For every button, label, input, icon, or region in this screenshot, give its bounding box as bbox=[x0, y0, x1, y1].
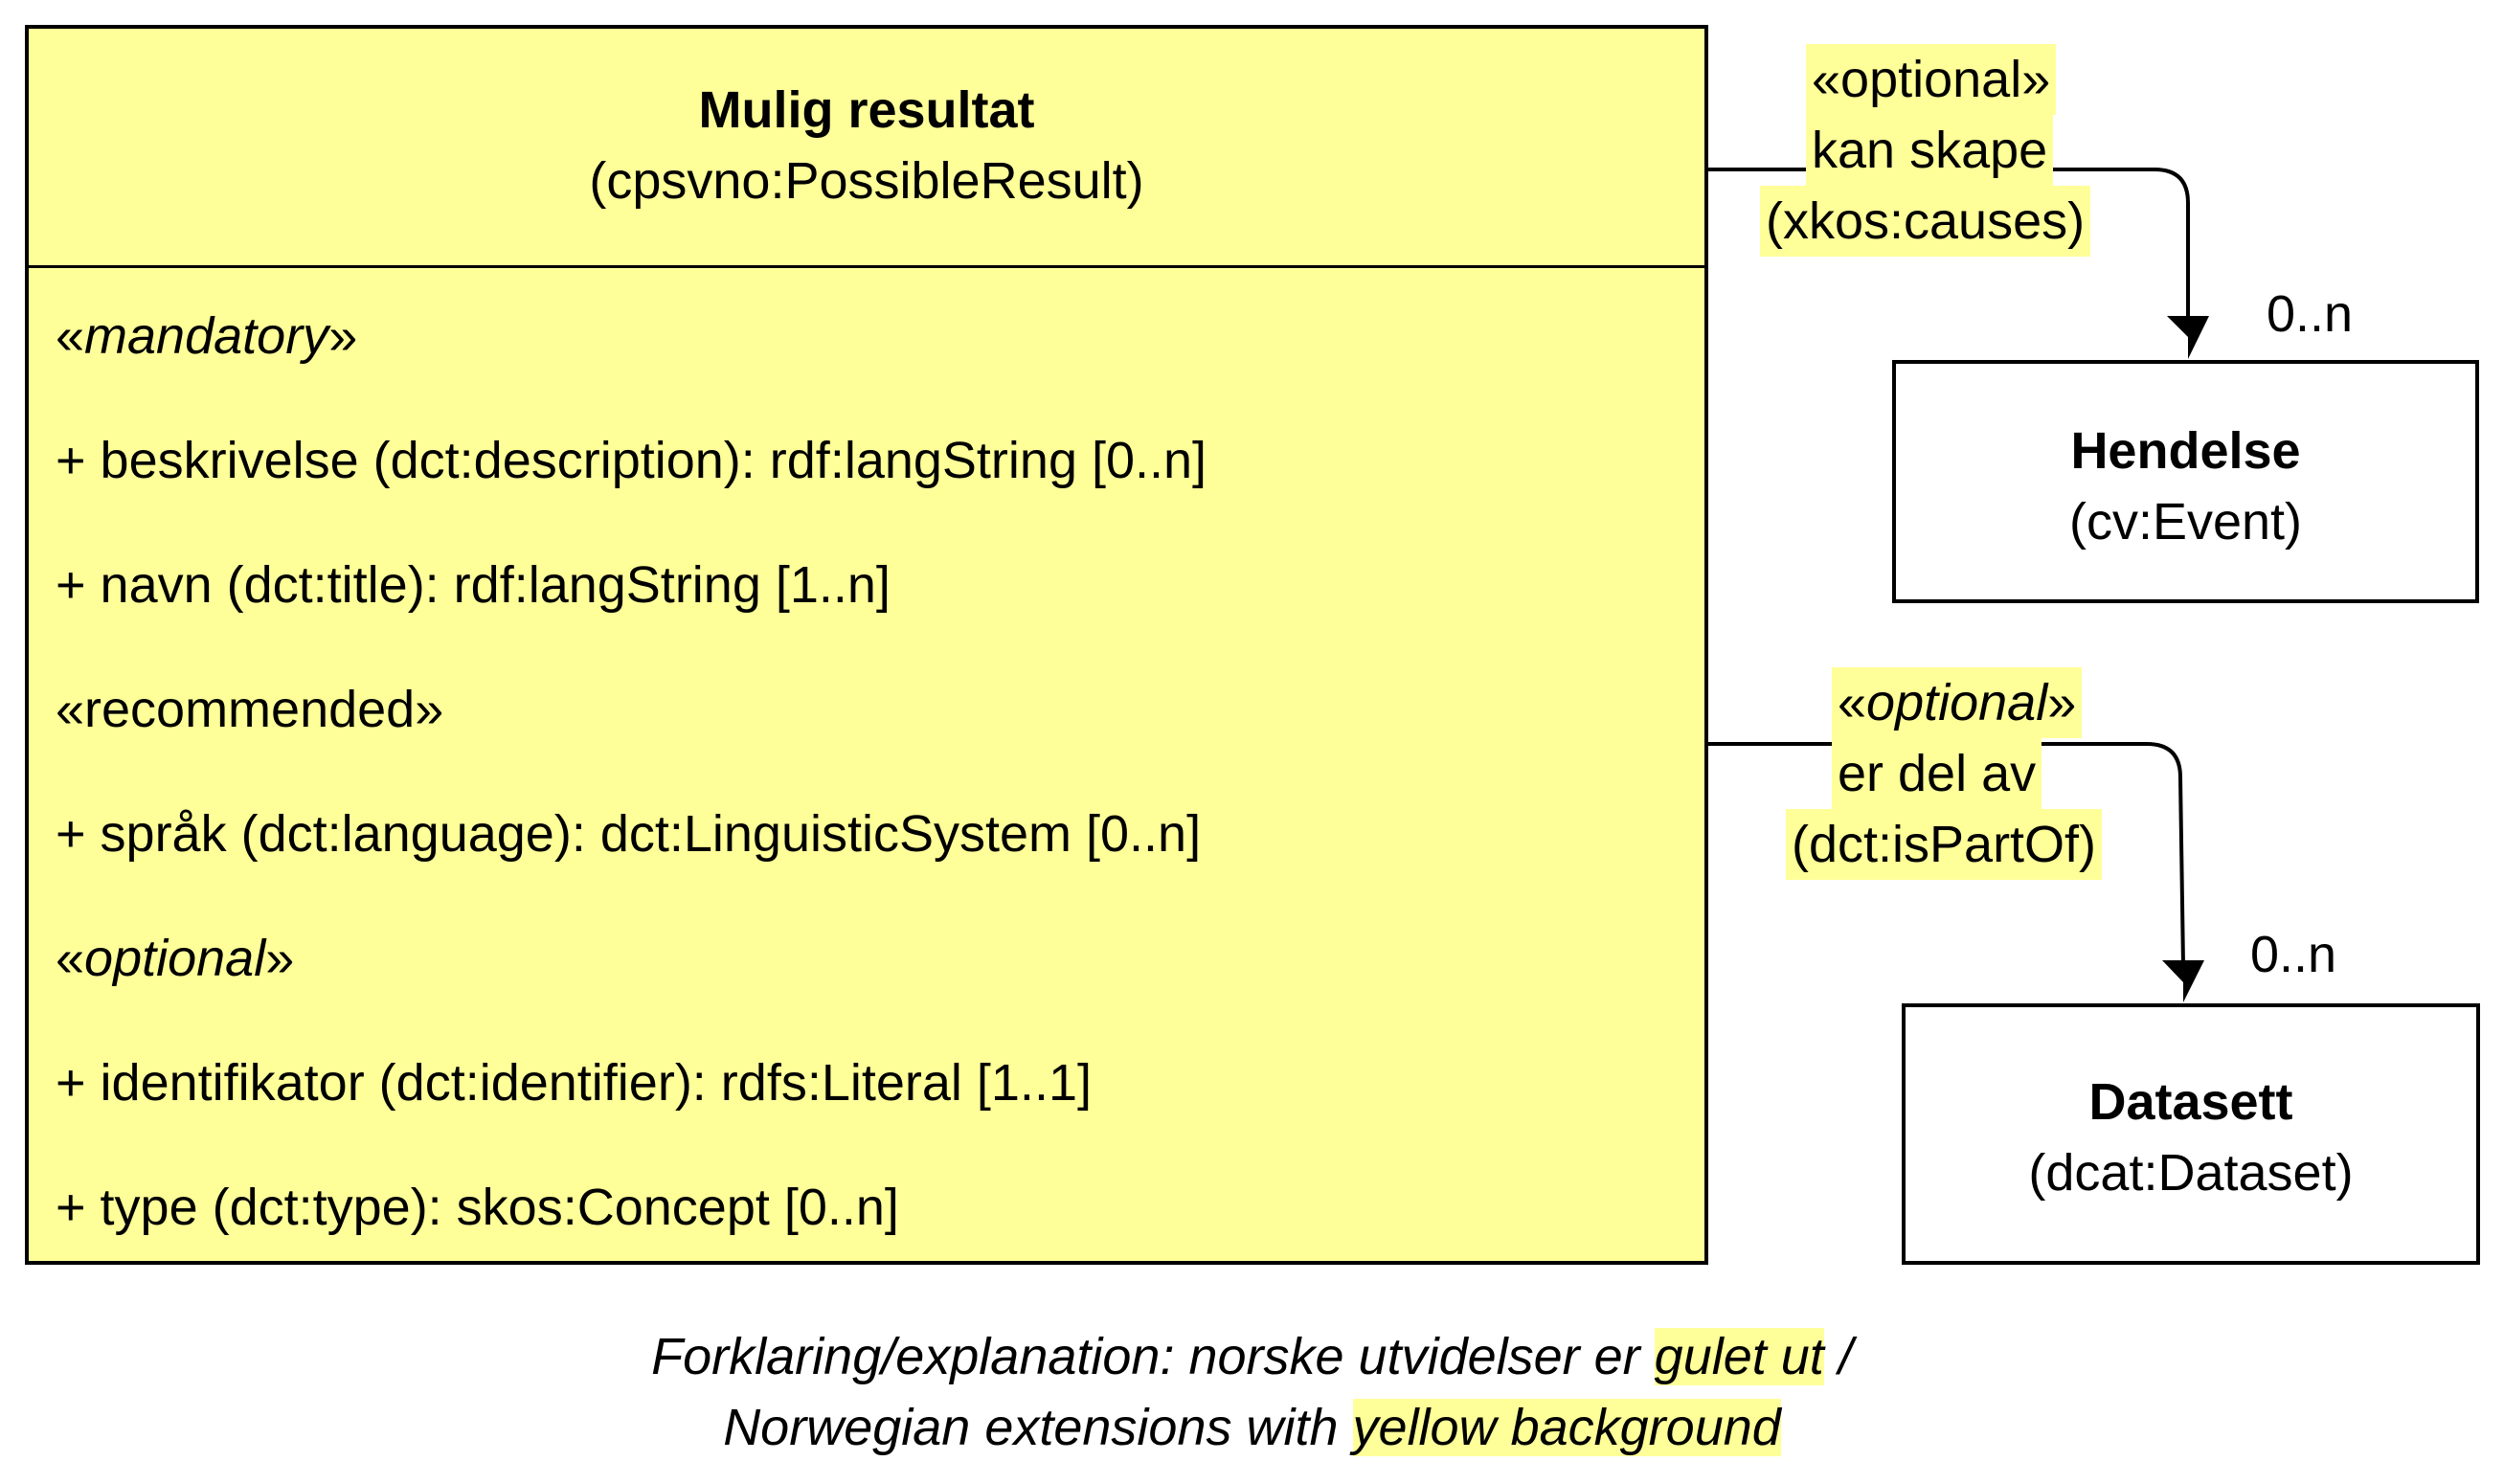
class-subtitle: (cpsvno:PossibleResult) bbox=[589, 152, 1144, 210]
class-box-hendelse: Hendelse (cv:Event) bbox=[1892, 360, 2479, 603]
causes-property-label: (xkos:causes) bbox=[1760, 186, 2091, 257]
caption-line-2: Norwegian extensions with yellow backgro… bbox=[723, 1399, 1781, 1456]
causes-stereotype-label: «optional» bbox=[1806, 44, 2057, 115]
class-box-mulig-resultat: Mulig resultat (cpsvno:PossibleResult) «… bbox=[25, 25, 1708, 1265]
ispartof-multiplicity: 0..n bbox=[2250, 926, 2337, 983]
causes-multiplicity: 0..n bbox=[2267, 285, 2354, 343]
class-title: Mulig resultat bbox=[698, 81, 1035, 139]
stereotype-mandatory: «mandatory» bbox=[56, 307, 358, 365]
ispartof-stereotype-label: «optional» bbox=[1832, 667, 2083, 738]
hendelse-subtitle: (cv:Event) bbox=[2068, 493, 2303, 551]
caption-line-1: Forklaring/explanation: norske utvidelse… bbox=[651, 1328, 1853, 1385]
attribute-sprak: + språk (dct:language): dct:LinguisticSy… bbox=[56, 805, 1202, 863]
attribute-beskrivelse: + beskrivelse (dct:description): rdf:lan… bbox=[56, 432, 1207, 489]
association-causes-arrowhead bbox=[2167, 316, 2209, 359]
causes-name-label: kan skape bbox=[1806, 115, 2054, 186]
attribute-identifikator: + identifikator (dct:identifier): rdfs:L… bbox=[56, 1054, 1092, 1112]
class-box-datasett: Datasett (dcat:Dataset) bbox=[1902, 1003, 2480, 1265]
ispartof-property-label: (dct:isPartOf) bbox=[1786, 809, 2103, 880]
hendelse-title: Hendelse bbox=[2070, 422, 2301, 480]
datasett-title: Datasett bbox=[2088, 1073, 2293, 1131]
stereotype-recommended: «recommended» bbox=[56, 681, 444, 738]
association-ispartof-line bbox=[1708, 742, 2185, 966]
ispartof-name-label: er del av bbox=[1832, 738, 2042, 809]
stereotype-optional: «optional» bbox=[56, 930, 295, 987]
attribute-type: + type (dct:type): skos:Concept [0..n] bbox=[56, 1179, 899, 1236]
class-header: Mulig resultat (cpsvno:PossibleResult) bbox=[29, 29, 1704, 268]
association-causes-line bbox=[1708, 168, 2190, 324]
datasett-subtitle: (dcat:Dataset) bbox=[2028, 1144, 2354, 1202]
association-ispartof-arrowhead bbox=[2162, 960, 2204, 1002]
attribute-navn: + navn (dct:title): rdf:langString [1..n… bbox=[56, 556, 891, 614]
